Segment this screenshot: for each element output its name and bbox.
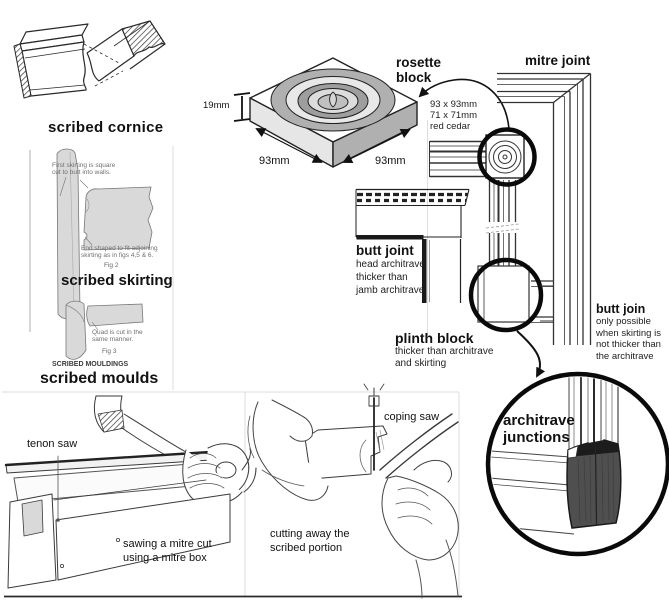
label-rosette-block: rosette block <box>396 55 442 85</box>
label-rosette-spec: 93 x 93mm 71 x 71mm red cedar <box>430 99 477 132</box>
dim-93mm-right: 93mm <box>375 155 406 167</box>
note-end-shaped: End shaped to fit adjoining skirting as … <box>81 245 158 260</box>
coping-saw-illustration <box>247 383 459 599</box>
caption-mitre-box: sawing a mitre cut using a mitre box <box>123 538 212 564</box>
mitre-box-illustration <box>4 395 257 589</box>
note-first-skirting: First skirting is square cut to butt int… <box>52 162 116 177</box>
panel-borders <box>2 120 460 596</box>
butt-joint-illustration <box>355 188 470 303</box>
label-architrave-junctions: architrave junctions <box>503 412 575 446</box>
moulds-illustration <box>65 300 144 360</box>
heading-scribed-skirting: scribed skirting <box>61 272 173 289</box>
heading-butt-joint: butt joint <box>356 243 414 258</box>
heading-plinth-block: plinth block <box>395 330 474 346</box>
note-butt-join: only possible when skirting is not thick… <box>596 316 661 362</box>
rosette-block-illustration <box>249 57 418 168</box>
cornice-illustration <box>13 20 166 99</box>
rosette-circle <box>477 127 537 187</box>
note-plinth-block: thicker than architrave and skirting <box>395 346 494 369</box>
rosette-pointer-arrow <box>418 78 510 130</box>
label-mitre-joint: mitre joint <box>525 53 591 68</box>
caption-coping: cutting away the scribed portion <box>270 528 350 554</box>
caption-fig3: Fig 3 <box>102 348 117 355</box>
heading-scribed-cornice: scribed cornice <box>48 119 164 136</box>
rosette-dimensions <box>233 92 411 163</box>
plinth-circle <box>468 257 544 333</box>
heading-scribed-moulds: scribed moulds <box>40 370 159 387</box>
label-coping-saw: coping saw <box>384 411 440 423</box>
heading-butt-join: butt join <box>596 302 646 316</box>
note-butt-joint: head architrave thicker than jamb archit… <box>356 259 425 296</box>
note-quad: Quad is cut in the same manner. <box>92 329 143 344</box>
junction-pointer-arrow <box>516 330 546 378</box>
label-tenon-saw: tenon saw <box>27 438 78 450</box>
architrave-frame-illustration <box>429 134 553 323</box>
dim-19mm: 19mm <box>203 100 230 111</box>
mitre-joint-illustration <box>497 72 592 345</box>
dim-93mm-left: 93mm <box>259 155 290 167</box>
caption-scribed-mouldings: SCRIBED MOULDINGS <box>52 361 129 368</box>
caption-fig2: Fig 2 <box>104 262 119 269</box>
skirting-illustration <box>29 148 154 332</box>
junction-circle-illustration <box>485 371 669 557</box>
